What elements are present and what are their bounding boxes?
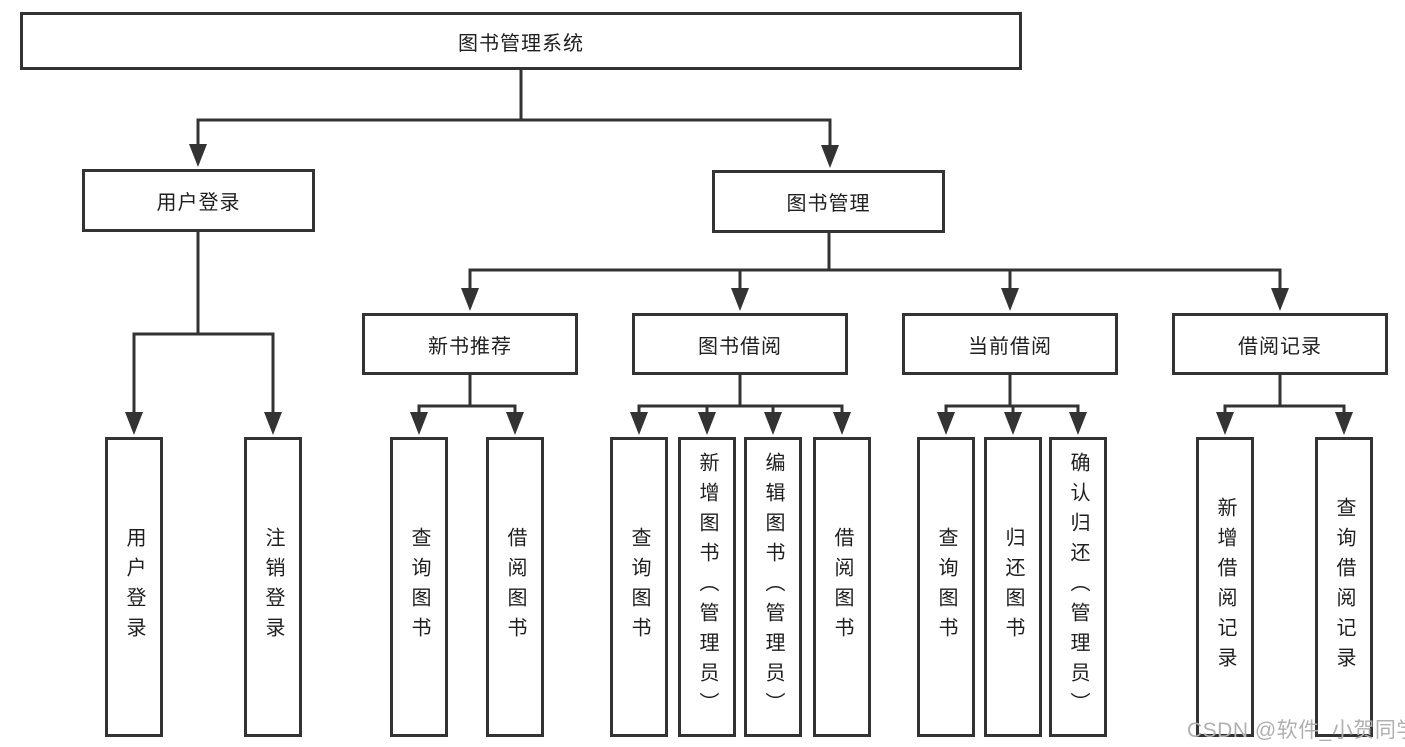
connector-records-to-leaves [1223,375,1346,413]
arrowhead-icon [125,412,143,435]
node-user-login: 用户登录 [82,169,315,232]
node-label: 新书推荐 [428,335,512,358]
arrowhead-icon [506,412,524,435]
connector-userlogin-to-leaves [132,232,275,413]
arrowhead-icon [264,412,282,435]
connector-root-to-level2 [196,70,832,146]
leaf-logout: 注销登录 [244,437,302,737]
leaf-confirm-return-admin: 确认归还（管理员） [1049,437,1107,737]
node-label: 用户登录 [123,527,145,647]
arrowheads [125,144,1353,435]
arrowhead-icon [1335,412,1353,435]
node-label: 新增图书（管理员） [696,452,718,722]
node-label: 当前借阅 [968,335,1052,358]
node-book-borrowing: 图书借阅 [632,313,848,375]
node-label: 借阅记录 [1238,335,1322,358]
arrowhead-icon [410,412,428,435]
leaf-query-books-borrowing: 查询图书 [610,437,668,737]
node-label: 查询借阅记录 [1333,497,1355,677]
node-label: 查询图书 [935,527,957,647]
node-label: 图书管理系统 [458,32,584,55]
node-label: 图书管理 [786,193,871,215]
leaf-add-books-admin: 新增图书（管理员） [678,437,736,737]
leaf-user-login: 用户登录 [105,437,163,737]
node-label: 查询图书 [408,527,430,647]
leaf-query-books-recommend: 查询图书 [390,437,448,737]
connector-bookborrow-to-leaves [637,375,844,413]
connector-bookmgmt-to-level3 [468,233,1282,289]
arrowhead-icon [731,288,749,311]
node-label: 用户登录 [156,192,241,214]
arrowhead-icon [461,288,479,311]
node-label: 新增借阅记录 [1214,497,1236,677]
arrowhead-icon [1004,412,1022,435]
node-label: 图书借阅 [698,335,782,358]
node-label: 注销登录 [262,527,284,647]
leaf-query-books-current: 查询图书 [917,437,975,737]
node-label: 确认归还（管理员） [1067,452,1089,722]
node-current-borrowing: 当前借阅 [902,313,1118,375]
leaf-query-borrow-record: 查询借阅记录 [1315,437,1373,737]
connector-currentborrow-to-leaves [944,375,1080,413]
leaf-borrow-books-recommend: 借阅图书 [486,437,544,737]
arrowhead-icon [630,412,648,435]
arrowhead-icon [937,412,955,435]
arrowhead-icon [189,144,207,167]
arrowhead-icon [833,412,851,435]
leaf-borrow-books-borrowing: 借阅图书 [813,437,871,737]
arrowhead-icon [821,145,839,168]
csdn-watermark: CSDN @软件_小贺同学 [1187,719,1405,742]
arrowhead-icon [698,412,716,435]
node-label: 借阅图书 [831,527,853,647]
node-borrow-records: 借阅记录 [1172,313,1388,375]
node-label: 编辑图书（管理员） [762,452,784,722]
arrowhead-icon [1001,288,1019,311]
node-label: 查询图书 [628,527,650,647]
arrowhead-icon [1271,288,1289,311]
arrowhead-icon [764,412,782,435]
node-book-management: 图书管理 [712,170,945,233]
leaf-return-books: 归还图书 [984,437,1042,737]
node-new-book-recommend: 新书推荐 [362,313,578,375]
node-root-system: 图书管理系统 [20,12,1022,70]
node-label: 借阅图书 [504,527,526,647]
arrowhead-icon [1216,412,1234,435]
node-label: 归还图书 [1002,527,1024,647]
leaf-add-borrow-record: 新增借阅记录 [1196,437,1254,737]
connector-newbook-to-leaves [417,375,517,413]
leaf-edit-books-admin: 编辑图书（管理员） [744,437,802,737]
arrowhead-icon [1069,412,1087,435]
